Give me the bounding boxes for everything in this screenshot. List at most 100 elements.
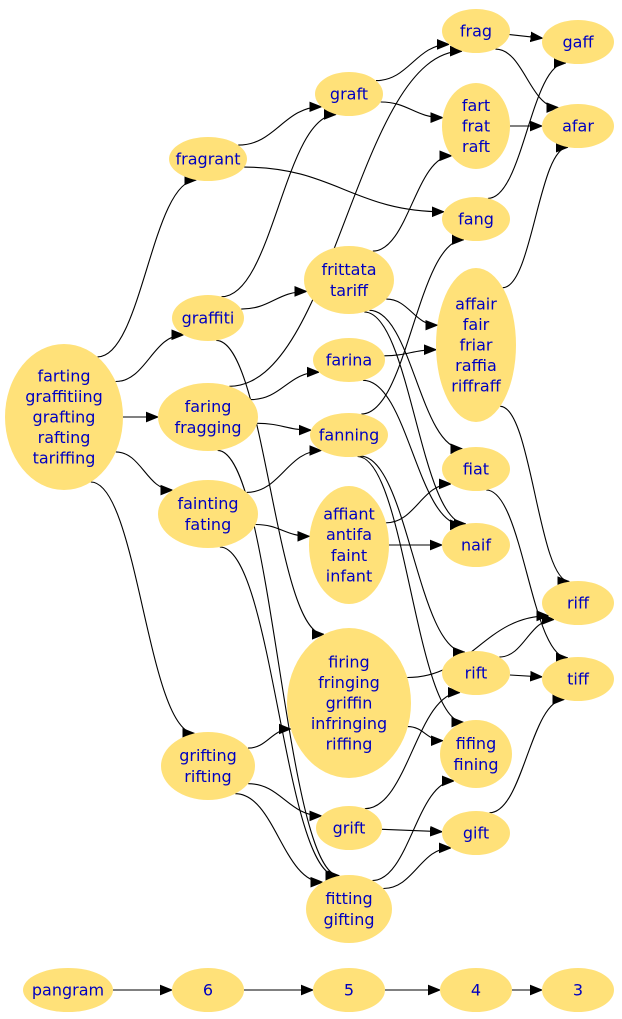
- edge-graffiti-to-frittata: [241, 291, 306, 310]
- node-graft: graft: [315, 72, 383, 116]
- edge-grifting-to-fitting: [235, 793, 322, 883]
- node-label: fang: [458, 210, 494, 229]
- nodes-layer: fartinggraffitiinggraftingraftingtariffi…: [5, 9, 614, 1012]
- node-label: riffing: [326, 735, 373, 754]
- edge-affiant-to-fiat: [386, 484, 451, 524]
- edge-frittata-to-affair: [386, 298, 437, 325]
- edge-fainting-to-affiant: [255, 523, 310, 537]
- node-fitting: fitting gifting: [306, 875, 392, 943]
- edge-faring-to-frag: [229, 51, 462, 387]
- node-label: naif: [461, 536, 491, 555]
- node-ellipse: [542, 20, 614, 64]
- edge-farting-to-fragrant: [97, 180, 197, 358]
- node-graffiti: graffiti: [172, 295, 244, 341]
- node-afar: afar: [542, 104, 614, 148]
- node-label: faint: [331, 546, 367, 565]
- edge-gift-to-tiff: [489, 699, 565, 814]
- node-label: rifting: [184, 767, 231, 786]
- node-label: fragrant: [176, 150, 241, 169]
- node-riff: riff: [542, 581, 614, 625]
- edge-farting-to-grifting: [90, 481, 195, 733]
- edge-frittata-to-fiat: [369, 309, 462, 449]
- edge-farina-to-naif: [362, 379, 462, 525]
- node-5: 5: [313, 968, 385, 1012]
- node-ellipse: [542, 657, 614, 701]
- node-ellipse: [542, 581, 614, 625]
- node-ellipse: [23, 968, 113, 1012]
- edge-fanning-to-fifing: [357, 455, 464, 723]
- edge-farting-to-fainting: [115, 451, 173, 490]
- node-label: frat: [462, 117, 490, 136]
- node-ellipse: [542, 968, 614, 1012]
- node-label: fair: [463, 315, 490, 334]
- node-ellipse: [172, 295, 244, 341]
- node-fiat: fiat: [442, 447, 510, 491]
- node-label: farina: [326, 351, 372, 370]
- node-label: farting: [37, 366, 90, 385]
- edge-fainting-to-fanning: [246, 451, 322, 493]
- node-label: graffitiing: [25, 387, 102, 406]
- node-label: grift: [333, 819, 366, 838]
- edge-fainting-to-fitting: [219, 546, 337, 876]
- node-label: firing: [328, 652, 369, 671]
- node-ellipse: [442, 811, 510, 855]
- node-label: gifting: [324, 910, 375, 929]
- node-label: graffiti: [182, 309, 235, 328]
- node-fang: fang: [442, 197, 510, 241]
- node-label: fitting: [325, 889, 372, 908]
- node-rift: rift: [442, 651, 510, 695]
- node-label: 4: [471, 981, 481, 1000]
- node-tiff: tiff: [542, 657, 614, 701]
- node-ellipse: [542, 104, 614, 148]
- node-ellipse: [313, 968, 385, 1012]
- node-ellipse: [442, 83, 510, 169]
- edge-fanning-to-fang: [361, 240, 464, 415]
- node-ellipse: [315, 72, 383, 116]
- node-label: 6: [203, 981, 213, 1000]
- node-gift: gift: [442, 811, 510, 855]
- edge-firing-to-fifing: [407, 726, 443, 741]
- node-ellipse: [442, 651, 510, 695]
- edge-faring-to-fitting: [217, 449, 340, 875]
- edge-rift-to-tiff: [509, 675, 542, 677]
- node-fanning: fanning: [310, 413, 388, 457]
- node-ellipse: [5, 344, 123, 490]
- node-label: riffraff: [451, 377, 501, 396]
- node-naif: naif: [442, 523, 510, 567]
- node-label: griffin: [326, 694, 373, 713]
- edge-faring-to-farina: [250, 372, 319, 401]
- node-pangram: pangram: [23, 968, 113, 1012]
- node-label: fiat: [463, 460, 489, 479]
- node-grift: grift: [316, 806, 382, 850]
- edge-fiat-to-tiff: [486, 489, 568, 658]
- node-label: antifa: [326, 525, 372, 544]
- node-ellipse: [440, 968, 512, 1012]
- edge-frittata-to-fart: [372, 156, 452, 252]
- edge-fragrant-to-graft: [238, 107, 321, 146]
- node-ellipse: [304, 246, 394, 314]
- node-label: friar: [459, 336, 492, 355]
- edge-grifting-to-firing: [247, 729, 291, 749]
- node-label: tariffing: [33, 449, 96, 468]
- node-label: fart: [462, 96, 490, 115]
- node-ellipse: [169, 137, 247, 181]
- edges-layer: [90, 35, 570, 990]
- node-label: pangram: [32, 981, 104, 1000]
- edge-fanning-to-rift: [360, 455, 465, 652]
- node-gaff: gaff: [542, 20, 614, 64]
- node-3: 3: [542, 968, 614, 1012]
- node-label: fainting: [177, 494, 238, 513]
- node-ellipse: [442, 523, 510, 567]
- node-label: graft: [330, 85, 368, 104]
- node-ellipse: [161, 732, 255, 800]
- node-ellipse: [287, 628, 411, 778]
- node-label: fanning: [319, 426, 379, 445]
- node-ellipse: [442, 197, 510, 241]
